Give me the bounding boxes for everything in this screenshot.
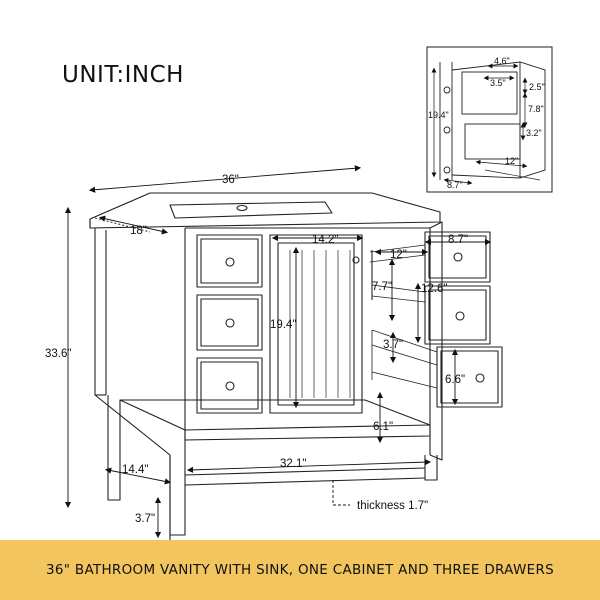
right-front-leg <box>424 455 438 481</box>
inset-low-height: 3.2" <box>526 128 542 138</box>
left-back-leg <box>107 395 121 501</box>
dim-drawer-height-side: 6.6" <box>445 374 465 386</box>
dim-leg-height: 3.7" <box>135 513 155 525</box>
right-drawer-mid <box>424 285 491 345</box>
dimension-labels: 36" 18" 33.6" 14.2" 19.4" 12" 8.7" 7.7" … <box>45 174 468 525</box>
countertop <box>89 192 441 229</box>
front-frame <box>184 228 431 455</box>
inset-inner-width: 3.5" <box>490 78 506 88</box>
drawer-detail-inset: 4.6" 3.5" 2.5" 19.4" 7.8" 3.2" 12" 8.7" <box>426 46 553 193</box>
dim-height: 33.6" <box>45 348 71 360</box>
banner-title: 36" BATHROOM VANITY WITH SINK, ONE CABIN… <box>46 562 554 578</box>
dim-width: 36" <box>222 174 239 186</box>
inset-top-width: 4.6" <box>494 56 510 66</box>
title-banner: 36" BATHROOM VANITY WITH SINK, ONE CABIN… <box>0 540 600 600</box>
dim-shelf-gap: 6.1" <box>373 421 393 433</box>
inset-depth: 12" <box>505 156 518 166</box>
inset-mid-height: 7.8" <box>528 104 544 114</box>
inset-height: 19.4" <box>428 110 449 120</box>
dimension-lines <box>64 165 492 539</box>
left-drawer-mid <box>196 294 263 351</box>
inset-top-height: 2.5" <box>529 82 545 92</box>
dim-drawer-height-mid: 12.6" <box>421 283 447 295</box>
left-drawer-top <box>196 234 263 288</box>
inset-drawer-width: 8.7" <box>447 180 463 190</box>
left-front-leg <box>169 455 186 536</box>
right-drawer-top <box>424 231 491 283</box>
dim-shelf-thickness: thickness 1.7" <box>357 500 428 512</box>
faucet-hole <box>236 204 248 212</box>
dim-inner-depth: 12" <box>390 249 407 261</box>
dim-drawer-height-lower: 3.7" <box>383 339 403 351</box>
unit-title: UNIT:INCH <box>62 62 184 88</box>
dim-drawer-width: 8.7" <box>448 234 468 246</box>
sink-basin <box>169 201 333 219</box>
dim-side-depth: 14.4" <box>122 464 148 476</box>
right-drawer-bottom <box>436 346 503 408</box>
dim-drawer-height-upper: 7.7" <box>372 281 392 293</box>
vanity-diagram: 36" 18" 33.6" 14.2" 19.4" 12" 8.7" 7.7" … <box>45 46 553 540</box>
dim-shelf-width: 32.1" <box>280 458 306 470</box>
left-drawer-bottom <box>196 357 263 414</box>
dim-door-width: 14.2" <box>312 234 338 246</box>
dim-depth: 18" <box>130 225 147 237</box>
dim-door-height: 19.4" <box>270 319 296 331</box>
